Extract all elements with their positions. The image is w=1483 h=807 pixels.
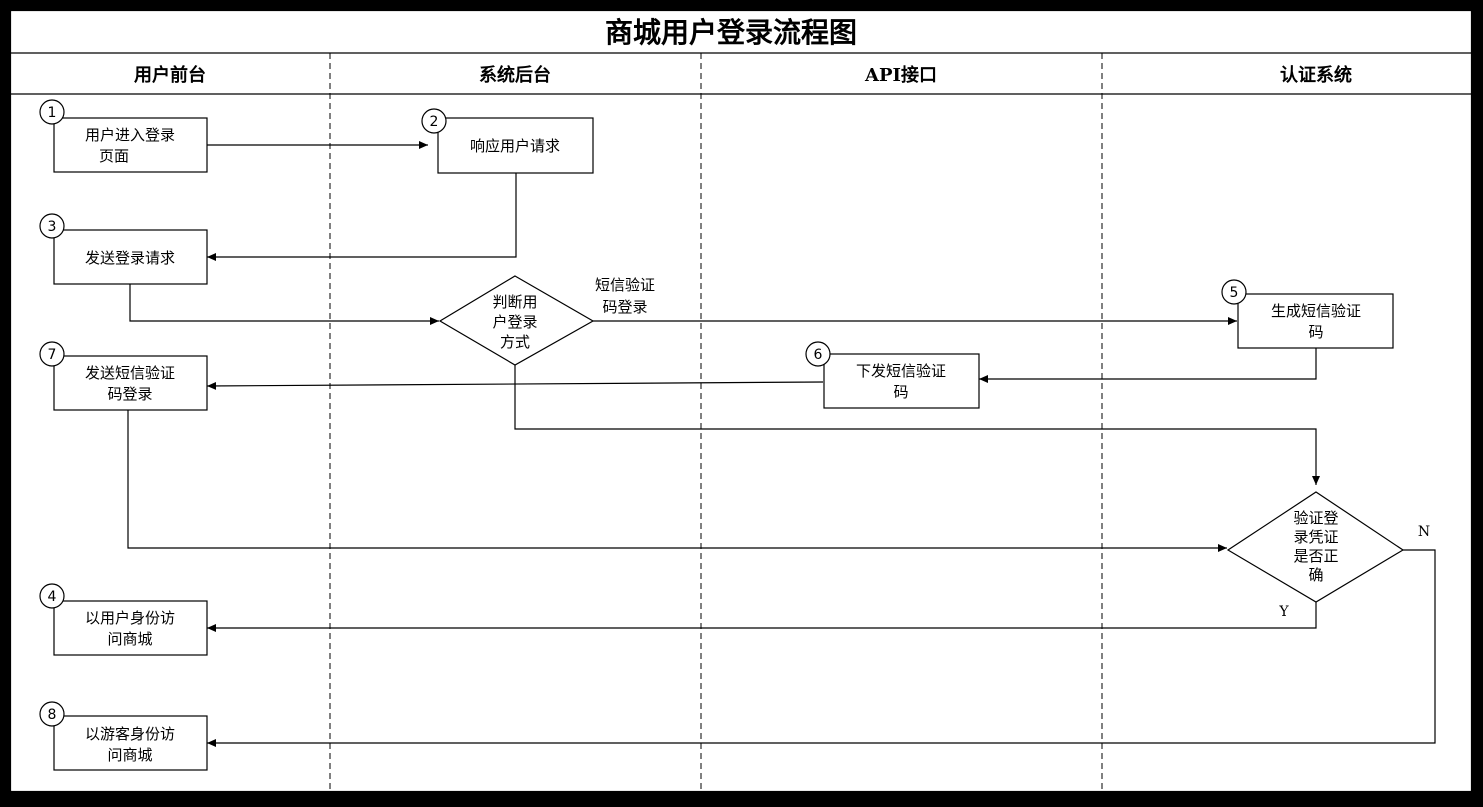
- node-6-box: [823, 353, 980, 409]
- edge-verify-yes-to-4: [207, 602, 1317, 632]
- step-badge-8: [39, 701, 65, 727]
- diagram-title: 商城用户登录流程图: [605, 16, 857, 49]
- lane-header-user-frontend: 用户前台: [134, 64, 206, 86]
- node-7-line-2: 码登录: [107, 385, 152, 403]
- step-badge-7: [39, 341, 65, 367]
- node-1-box: [53, 117, 208, 173]
- decision-login-method: [438, 275, 595, 366]
- node-4-line-1: 以用户身份访: [85, 609, 175, 627]
- edge-label-sms-line-1: 短信验证: [595, 276, 655, 294]
- decision-method-line-3: 方式: [500, 333, 530, 351]
- step-number-5: 5: [1230, 285, 1239, 301]
- node-6-line-1: 下发短信验证: [856, 362, 946, 380]
- node-7-box: [53, 355, 208, 411]
- decision-verify-line-3: 是否正: [1293, 547, 1338, 565]
- step-number-4: 4: [48, 589, 57, 605]
- node-5-line-2: 码: [1308, 323, 1323, 341]
- step-badge-5: [1221, 279, 1247, 305]
- step-number-6: 6: [814, 347, 823, 363]
- decision-verify-line-4: 确: [1308, 566, 1323, 584]
- edge-2-to-3: [207, 173, 517, 261]
- node-4-box: [53, 600, 208, 656]
- node-4-line-2: 问商城: [107, 630, 152, 648]
- step-number-7: 7: [48, 347, 57, 363]
- step-number-1: 1: [48, 105, 57, 121]
- step-badge-3: [39, 213, 65, 239]
- edge-3-to-decision: [129, 284, 439, 325]
- node-1-line-2: 页面: [99, 147, 129, 165]
- node-8-box: [53, 715, 208, 771]
- step-badge-6: [805, 341, 831, 367]
- step-number-3: 3: [48, 219, 57, 235]
- node-2-box: [437, 117, 594, 174]
- decision-verify-line-2: 录凭证: [1293, 528, 1338, 546]
- node-3-label: 发送登录请求: [85, 249, 175, 267]
- node-7-line-1: 发送短信验证: [85, 364, 175, 382]
- node-6-line-2: 码: [893, 383, 908, 401]
- edge-decision-to-verify: [514, 365, 1320, 485]
- step-number-2: 2: [430, 114, 439, 130]
- diagram-border: [10, 10, 1472, 792]
- step-badge-4: [39, 583, 65, 609]
- diagram-canvas: 商城用户登录流程图 用户前台 系统后台 API接口 认证系统: [10, 10, 1472, 792]
- lane-header-system-backend: 系统后台: [479, 64, 551, 86]
- flowchart: 商城用户登录流程图 用户前台 系统后台 API接口 认证系统: [10, 10, 1472, 792]
- edge-7-to-verify: [127, 410, 1227, 552]
- edge-label-no: N: [1418, 524, 1430, 540]
- node-5-box: [1237, 293, 1394, 349]
- edge-5-to-6: [979, 348, 1317, 383]
- edge-label-yes: Y: [1278, 604, 1289, 620]
- step-badge-1: [39, 99, 65, 125]
- node-5-line-1: 生成短信验证: [1271, 302, 1361, 320]
- node-1-line-1: 用户进入登录: [85, 126, 175, 144]
- node-8-line-2: 问商城: [107, 746, 152, 764]
- node-2-label: 响应用户请求: [470, 137, 560, 155]
- decision-verify-credentials: [1226, 491, 1405, 603]
- node-8-line-1: 以游客身份访: [85, 725, 175, 743]
- edge-verify-no-to-8: [207, 549, 1436, 747]
- lane-header-auth-system: 认证系统: [1280, 64, 1352, 86]
- lane-header-api: API接口: [864, 64, 937, 86]
- node-3-box: [53, 229, 208, 285]
- step-number-8: 8: [48, 707, 57, 723]
- decision-verify-line-1: 验证登: [1293, 509, 1338, 527]
- step-badge-2: [421, 108, 447, 134]
- edge-label-sms-line-2: 码登录: [602, 298, 647, 316]
- decision-method-line-2: 户登录: [492, 313, 537, 331]
- decision-method-line-1: 判断用: [492, 293, 537, 311]
